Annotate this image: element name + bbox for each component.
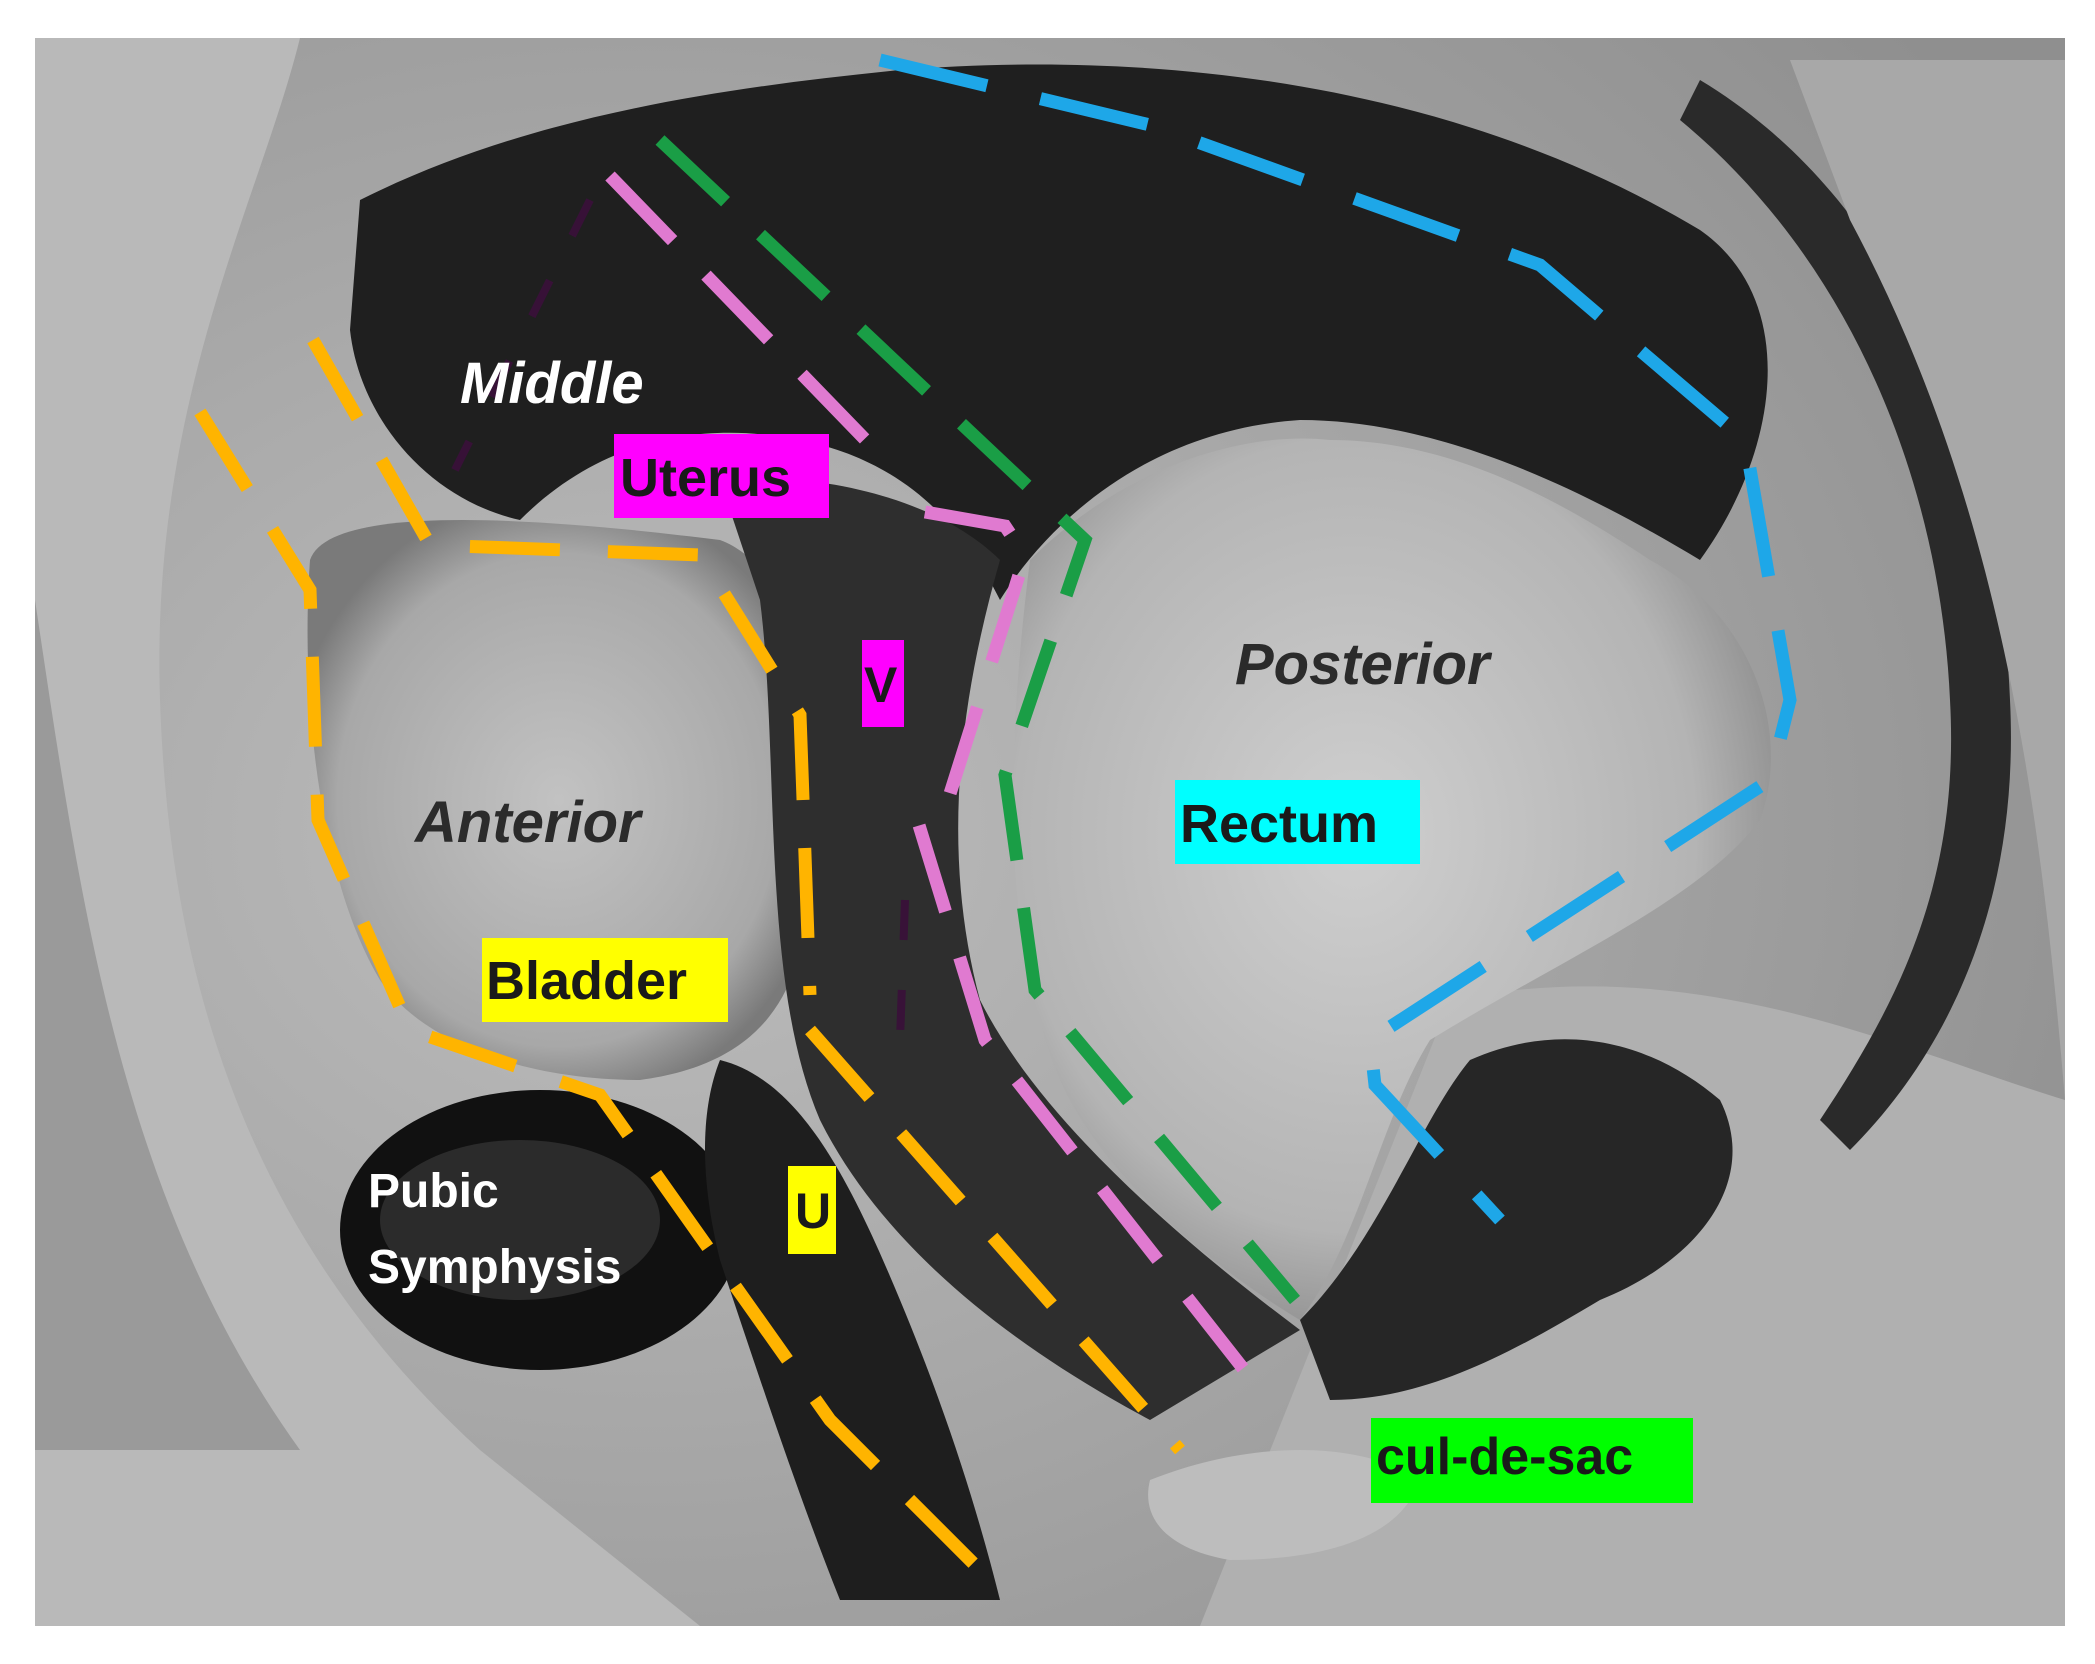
cul-de-sac-label-bg (1371, 1418, 1693, 1503)
uterus-outline (605, 171, 1266, 1395)
anterior-label: Anterior (413, 790, 644, 855)
rectum-label: Rectum (1180, 794, 1378, 854)
rectum-label-bg (1175, 780, 1420, 864)
urethra-label: U (795, 1183, 831, 1239)
uterus-label: Uterus (620, 448, 791, 508)
urethra-label-bg (788, 1166, 836, 1254)
pubic-symphysis-label-line1: Pubic (368, 1165, 499, 1218)
posterior-label: Posterior (1235, 632, 1493, 697)
bladder-label: Bladder (486, 951, 687, 1011)
rectum-outline (878, 53, 1797, 1225)
vagina-label-bg (862, 640, 904, 727)
middle-guide-dashes (451, 198, 909, 1041)
cul-de-sac-outline (655, 135, 1300, 1305)
pubic-symphysis-label-line2: Symphysis (368, 1241, 621, 1294)
vagina-label: V (864, 657, 898, 713)
anterior-compartment-outline (194, 336, 1185, 1575)
cul-de-sac-label: cul-de-sac (1376, 1428, 1633, 1486)
middle-label: Middle (460, 351, 644, 416)
bladder-label-bg (482, 938, 728, 1022)
mri-image (35, 38, 2065, 1626)
uterus-label-bg (614, 434, 829, 518)
